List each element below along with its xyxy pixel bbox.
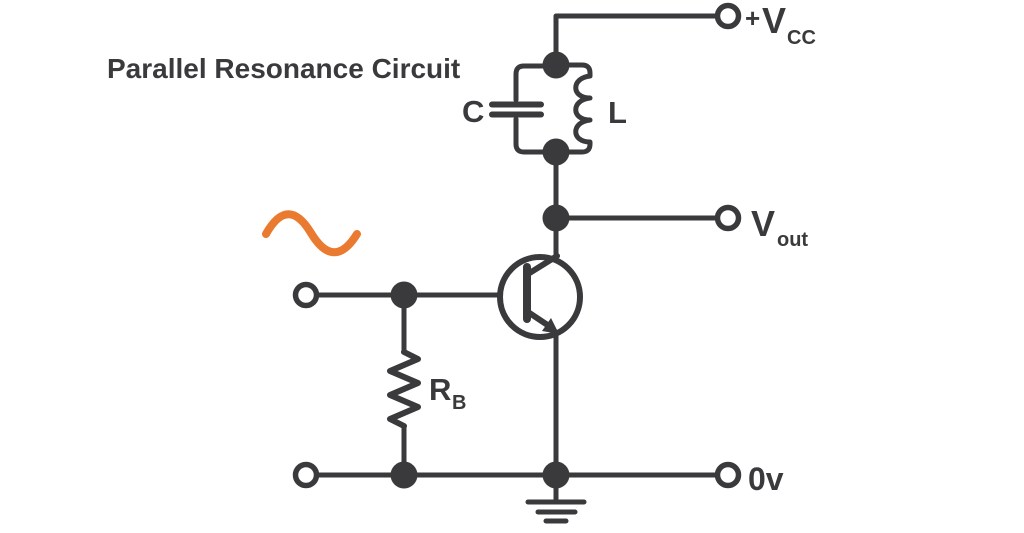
zero-v-label: 0v bbox=[748, 461, 784, 497]
capacitor bbox=[489, 63, 555, 155]
junction-node bbox=[390, 281, 418, 309]
vout-label: Vout bbox=[751, 203, 808, 251]
inductor-label: L bbox=[608, 95, 627, 130]
vout-terminal bbox=[714, 204, 742, 232]
transistor bbox=[497, 253, 583, 340]
transistor-emitter bbox=[525, 309, 552, 329]
input-terminal-top bbox=[292, 281, 320, 309]
junction-node bbox=[542, 461, 570, 489]
page-title: Parallel Resonance Circuit bbox=[107, 53, 460, 84]
vcc-label: +VCC bbox=[745, 0, 816, 49]
junction-node bbox=[542, 138, 570, 166]
resistor-label: RB bbox=[429, 372, 466, 414]
transistor-collector bbox=[525, 253, 560, 277]
vcc-wire bbox=[553, 13, 719, 67]
sine-wave-icon bbox=[262, 210, 361, 257]
inductor bbox=[553, 62, 593, 155]
zero-v-terminal bbox=[714, 461, 742, 489]
capacitor-label: C bbox=[462, 94, 484, 129]
vcc-terminal bbox=[714, 2, 742, 30]
junction-node bbox=[542, 51, 570, 79]
junction-node bbox=[542, 204, 570, 232]
input-terminal-bottom bbox=[292, 461, 320, 489]
junction-node bbox=[390, 461, 418, 489]
